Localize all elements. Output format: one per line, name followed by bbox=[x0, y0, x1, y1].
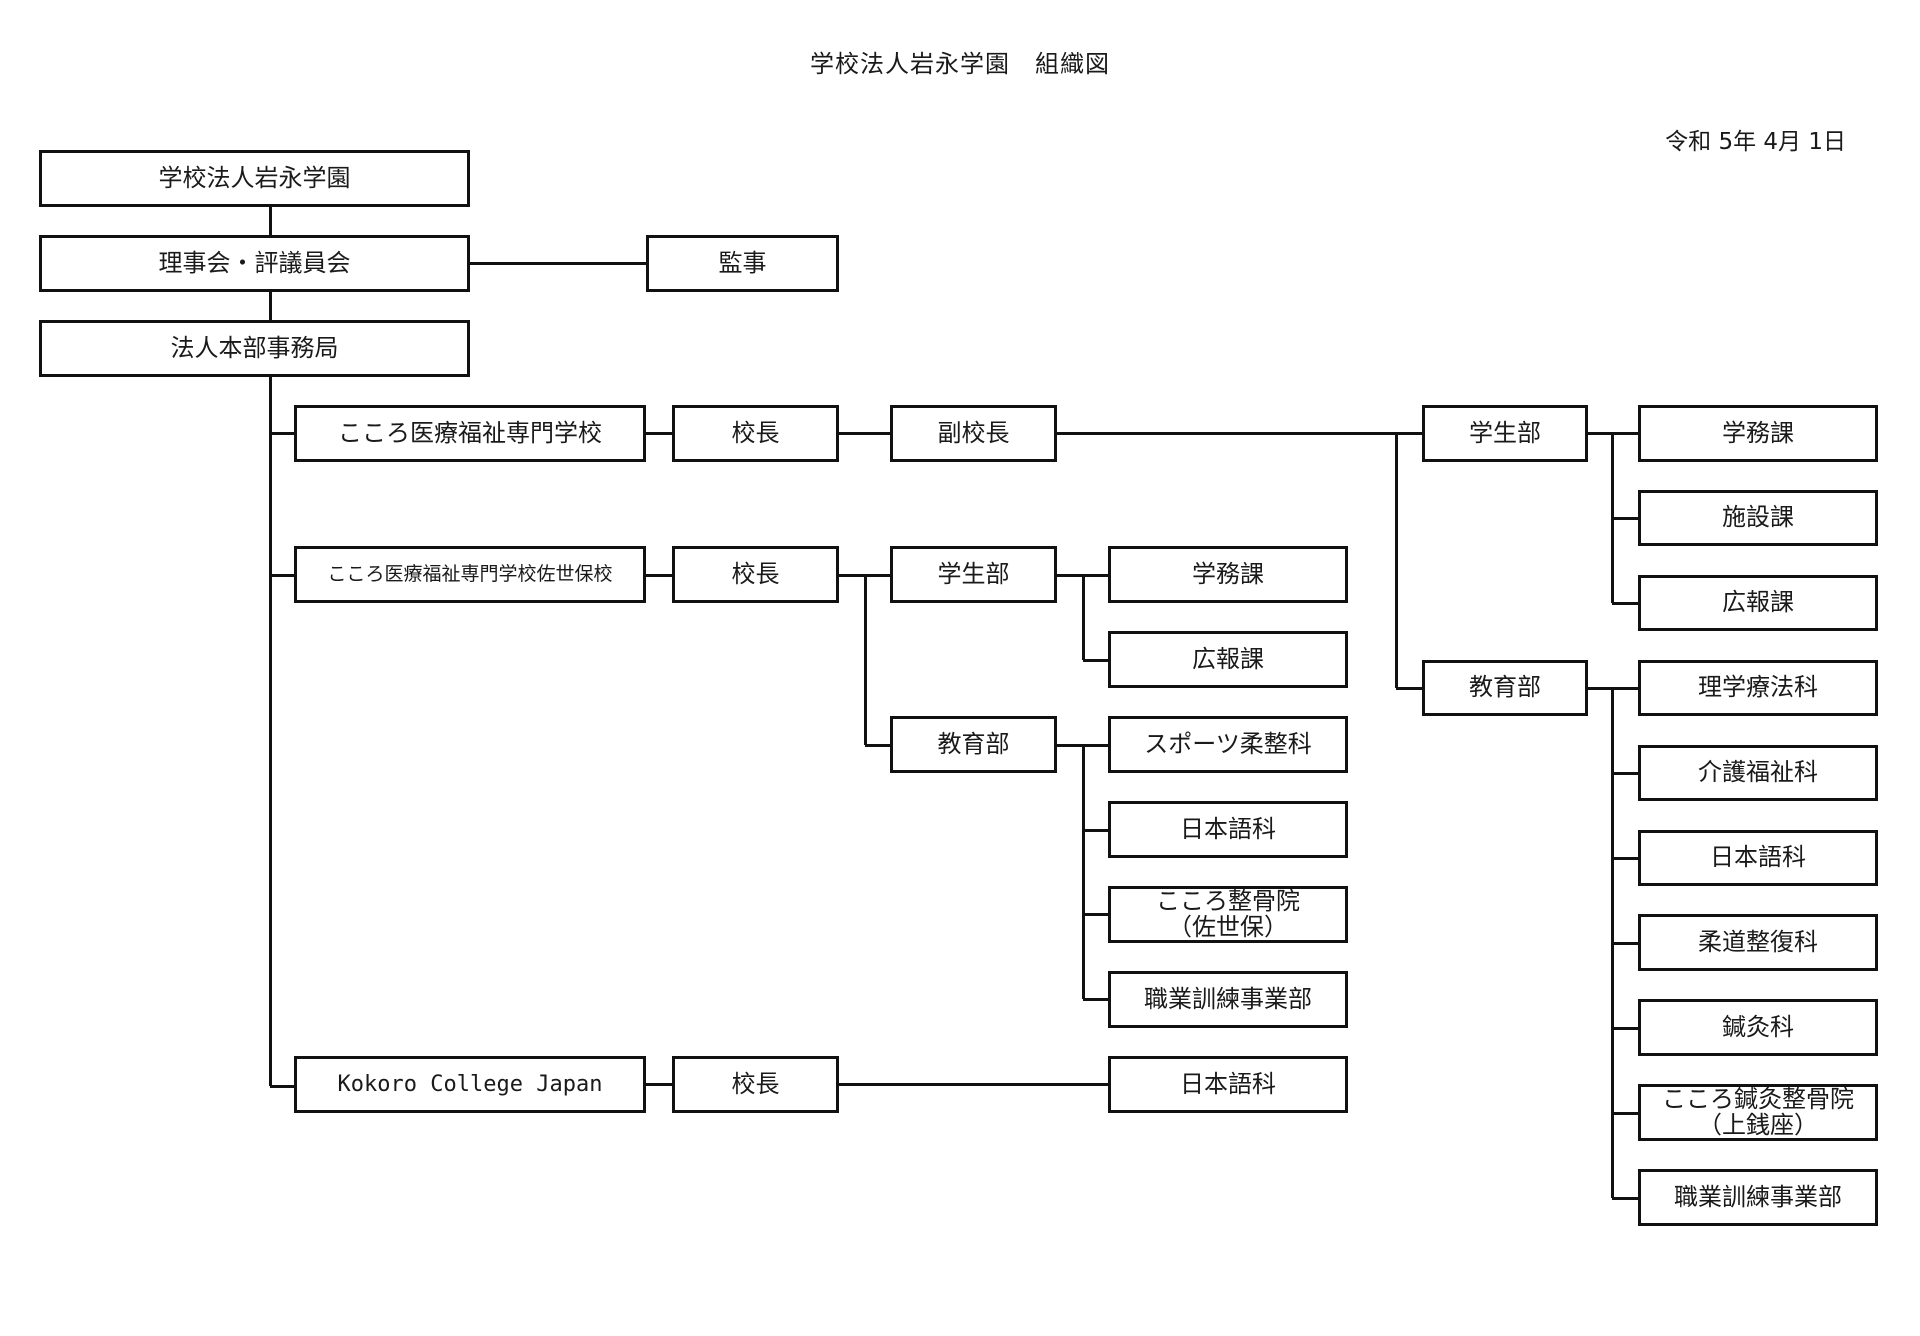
hq-box: 法人本部事務局 bbox=[39, 320, 470, 377]
connector-line bbox=[1612, 602, 1638, 605]
school2-box: こころ医療福祉専門学校佐世保校 bbox=[294, 546, 646, 603]
school1-dept-box: 理学療法科 bbox=[1638, 660, 1878, 716]
school3-dept-box: 日本語科 bbox=[1108, 1056, 1348, 1113]
connector-line bbox=[1057, 574, 1083, 577]
connector-line bbox=[1612, 942, 1638, 945]
connector-line bbox=[1611, 433, 1614, 603]
connector-line bbox=[646, 432, 672, 435]
connector-line bbox=[1083, 659, 1108, 662]
school1-box: こころ医療福祉専門学校 bbox=[294, 405, 646, 462]
connector-line bbox=[1083, 998, 1108, 1001]
connector-line bbox=[646, 1083, 672, 1086]
connector-line bbox=[269, 207, 272, 235]
school2-principal-box: 校長 bbox=[672, 546, 839, 603]
connector-line bbox=[1612, 1197, 1638, 1200]
connector-line bbox=[269, 377, 272, 1086]
chart-title: 学校法人岩永学園 組織図 bbox=[810, 50, 1110, 78]
corp-box: 学校法人岩永学園 bbox=[39, 150, 470, 207]
school1-dept-box: 鍼灸科 bbox=[1638, 999, 1878, 1056]
school2-dept-box: こころ整骨院 （佐世保） bbox=[1108, 886, 1348, 943]
school1-student-affairs-box: 学生部 bbox=[1422, 405, 1588, 462]
connector-line bbox=[1612, 687, 1638, 690]
connector-line bbox=[1588, 687, 1612, 690]
board-box: 理事会・評議員会 bbox=[39, 235, 470, 292]
connector-line bbox=[1588, 432, 1612, 435]
connector-line bbox=[470, 262, 646, 265]
school1-dept-box: 柔道整復科 bbox=[1638, 914, 1878, 971]
auditor-box: 監事 bbox=[646, 235, 839, 292]
connector-line bbox=[1083, 574, 1108, 577]
connector-line bbox=[270, 1085, 294, 1088]
school1-section-box: 学務課 bbox=[1638, 405, 1878, 462]
school2-section-box: 広報課 bbox=[1108, 631, 1348, 688]
connector-line bbox=[1395, 433, 1398, 688]
connector-line bbox=[1083, 913, 1108, 916]
connector-line bbox=[1082, 745, 1085, 999]
connector-line bbox=[1396, 687, 1422, 690]
connector-line bbox=[1612, 772, 1638, 775]
connector-line bbox=[1612, 432, 1638, 435]
school2-dept-box: スポーツ柔整科 bbox=[1108, 716, 1348, 773]
connector-line bbox=[1083, 829, 1108, 832]
connector-line bbox=[1612, 857, 1638, 860]
school1-dept-box: 介護福祉科 bbox=[1638, 745, 1878, 801]
school1-section-box: 施設課 bbox=[1638, 490, 1878, 546]
connector-line bbox=[839, 432, 890, 435]
school3-principal-box: 校長 bbox=[672, 1056, 839, 1113]
school2-student-affairs-box: 学生部 bbox=[890, 546, 1057, 603]
connector-line bbox=[269, 292, 272, 320]
connector-line bbox=[270, 432, 294, 435]
school2-section-box: 学務課 bbox=[1108, 546, 1348, 603]
connector-line bbox=[270, 574, 294, 577]
school1-dept-box: 日本語科 bbox=[1638, 830, 1878, 886]
school1-principal-box: 校長 bbox=[672, 405, 839, 462]
connector-line bbox=[1612, 1027, 1638, 1030]
school2-education-box: 教育部 bbox=[890, 716, 1057, 773]
connector-line bbox=[1082, 575, 1085, 660]
connector-line bbox=[646, 574, 672, 577]
school1-vice-principal-box: 副校長 bbox=[890, 405, 1057, 462]
chart-date: 令和 5年 4月 1日 bbox=[1665, 129, 1846, 155]
school1-education-box: 教育部 bbox=[1422, 660, 1588, 716]
connector-line bbox=[865, 744, 890, 747]
connector-line bbox=[1057, 432, 1422, 435]
connector-line bbox=[1612, 1112, 1638, 1115]
school3-box: Kokoro College Japan bbox=[294, 1056, 646, 1113]
connector-line bbox=[1057, 744, 1083, 747]
connector-line bbox=[1611, 688, 1614, 1198]
connector-line bbox=[839, 1083, 1108, 1086]
school1-section-box: 広報課 bbox=[1638, 575, 1878, 631]
school2-dept-box: 職業訓練事業部 bbox=[1108, 971, 1348, 1028]
school2-dept-box: 日本語科 bbox=[1108, 801, 1348, 858]
school1-dept-box: こころ鍼灸整骨院 （上銭座） bbox=[1638, 1084, 1878, 1141]
connector-line bbox=[1083, 744, 1108, 747]
connector-line bbox=[864, 575, 867, 745]
connector-line bbox=[1612, 517, 1638, 520]
school1-dept-box: 職業訓練事業部 bbox=[1638, 1169, 1878, 1226]
